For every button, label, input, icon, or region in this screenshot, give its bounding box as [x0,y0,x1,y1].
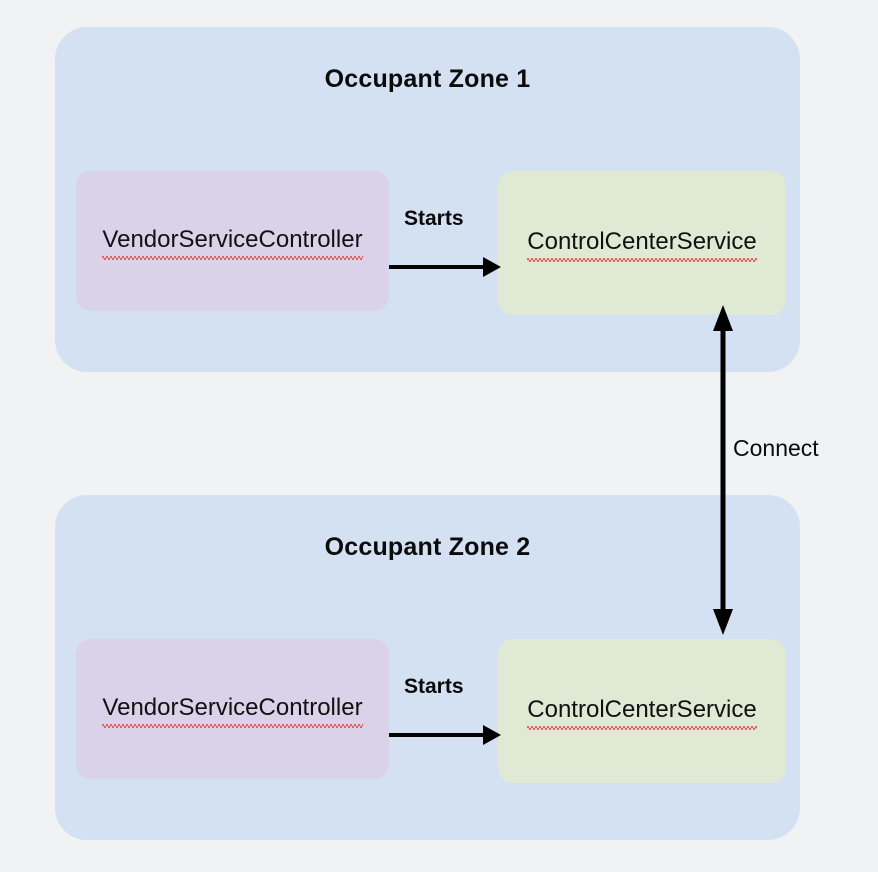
zone-title-1: Occupant Zone 1 [324,65,531,93]
edge-label-starts-1: Starts [404,207,464,230]
node-vendor-service-controller-1[interactable]: VendorServiceController [76,171,389,311]
node-label: VendorServiceController [102,694,363,728]
edge-label-starts-2: Starts [404,675,464,698]
node-control-center-service-2[interactable]: ControlCenterService [498,639,786,783]
zone-title-2: Occupant Zone 2 [324,533,531,561]
zone-container-occupant-zone-2: Occupant Zone 2 VendorServiceController … [55,495,800,840]
edge-label-connect: Connect [733,435,819,461]
node-label: ControlCenterService [527,696,758,730]
node-control-center-service-1[interactable]: ControlCenterService [498,171,786,315]
node-label: ControlCenterService [527,228,758,262]
node-label: VendorServiceController [102,226,363,260]
edge-arrow-starts-2 [389,725,501,745]
node-vendor-service-controller-2[interactable]: VendorServiceController [76,639,389,779]
edge-arrow-starts-1 [389,257,501,277]
zone-container-occupant-zone-1: Occupant Zone 1 VendorServiceController … [55,27,800,372]
edge-arrow-connect [713,305,733,635]
